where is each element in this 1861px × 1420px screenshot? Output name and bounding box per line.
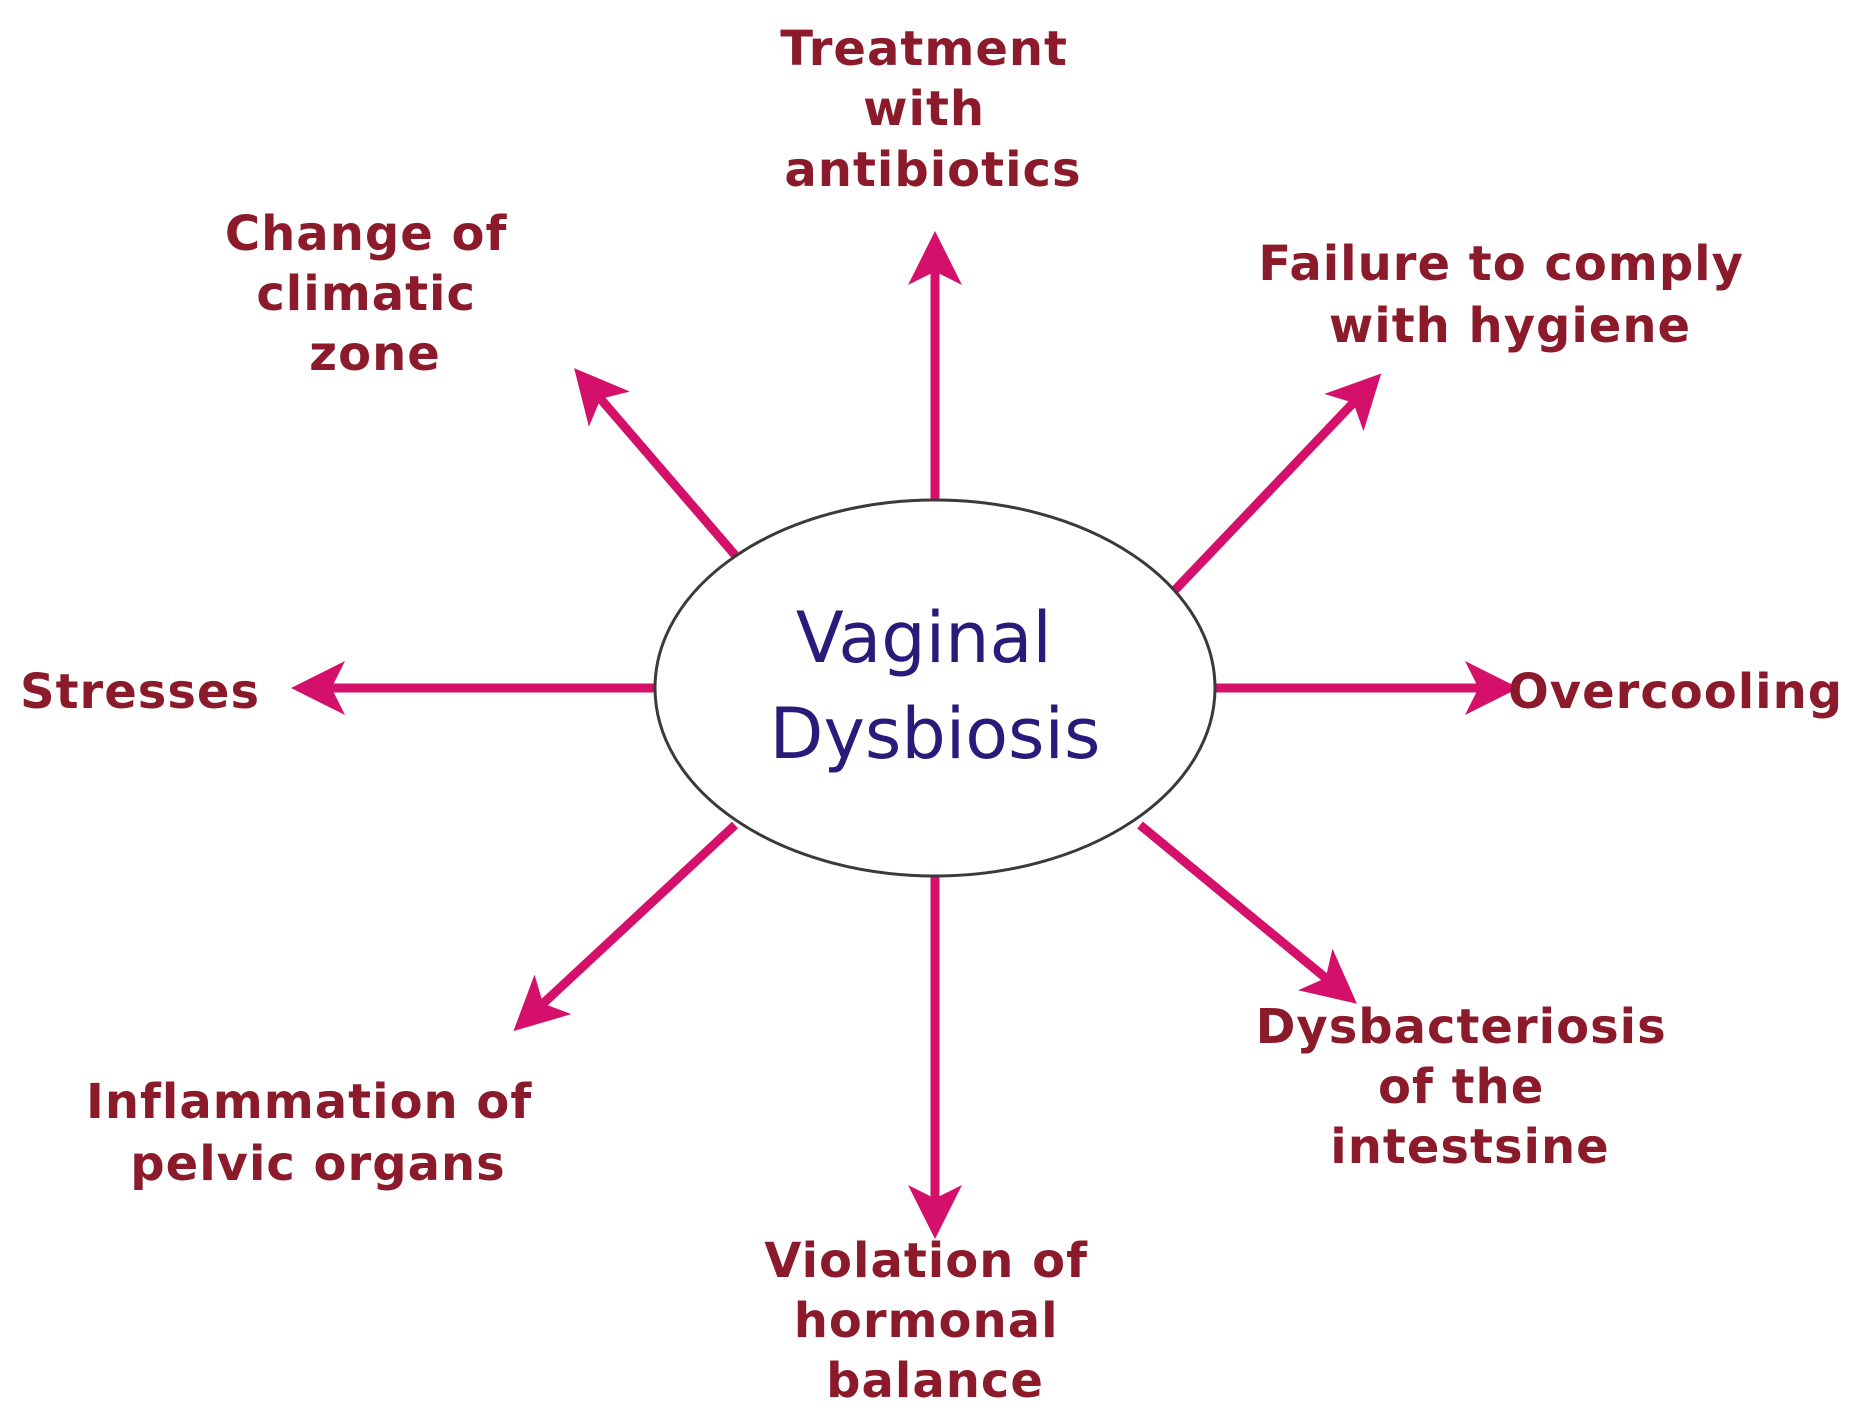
- factor-overcooling: Overcooling: [1508, 664, 1843, 720]
- arrow-climatic: [574, 368, 739, 558]
- center-title: Vaginal Dysbiosis: [770, 597, 1101, 775]
- factor-pelvic: Inflammation of pelvic organs: [86, 1074, 550, 1192]
- factor-stresses: Stresses: [20, 664, 260, 720]
- arrows-group: [291, 231, 1519, 1239]
- factor-intestine: Dysbacteriosis of the intestsine: [1256, 999, 1685, 1175]
- center-title-line1: Vaginal: [796, 597, 1052, 679]
- factor-climatic: Change of climatic zone: [225, 206, 525, 382]
- center-title-line2: Dysbiosis: [770, 693, 1101, 775]
- arrow-intestine: [1137, 821, 1357, 1004]
- factor-antibiotics: Treatment with antibiotics: [780, 21, 1085, 198]
- center-ellipse: [653, 498, 1217, 878]
- arrow-hygiene: [1171, 373, 1382, 594]
- arrow-pelvic: [513, 821, 739, 1032]
- center-node: Vaginal Dysbiosis: [653, 498, 1217, 878]
- factor-hygiene: Failure to comply with hygiene: [1258, 236, 1761, 354]
- factor-hormonal: Violation of hormonal balance: [764, 1233, 1105, 1409]
